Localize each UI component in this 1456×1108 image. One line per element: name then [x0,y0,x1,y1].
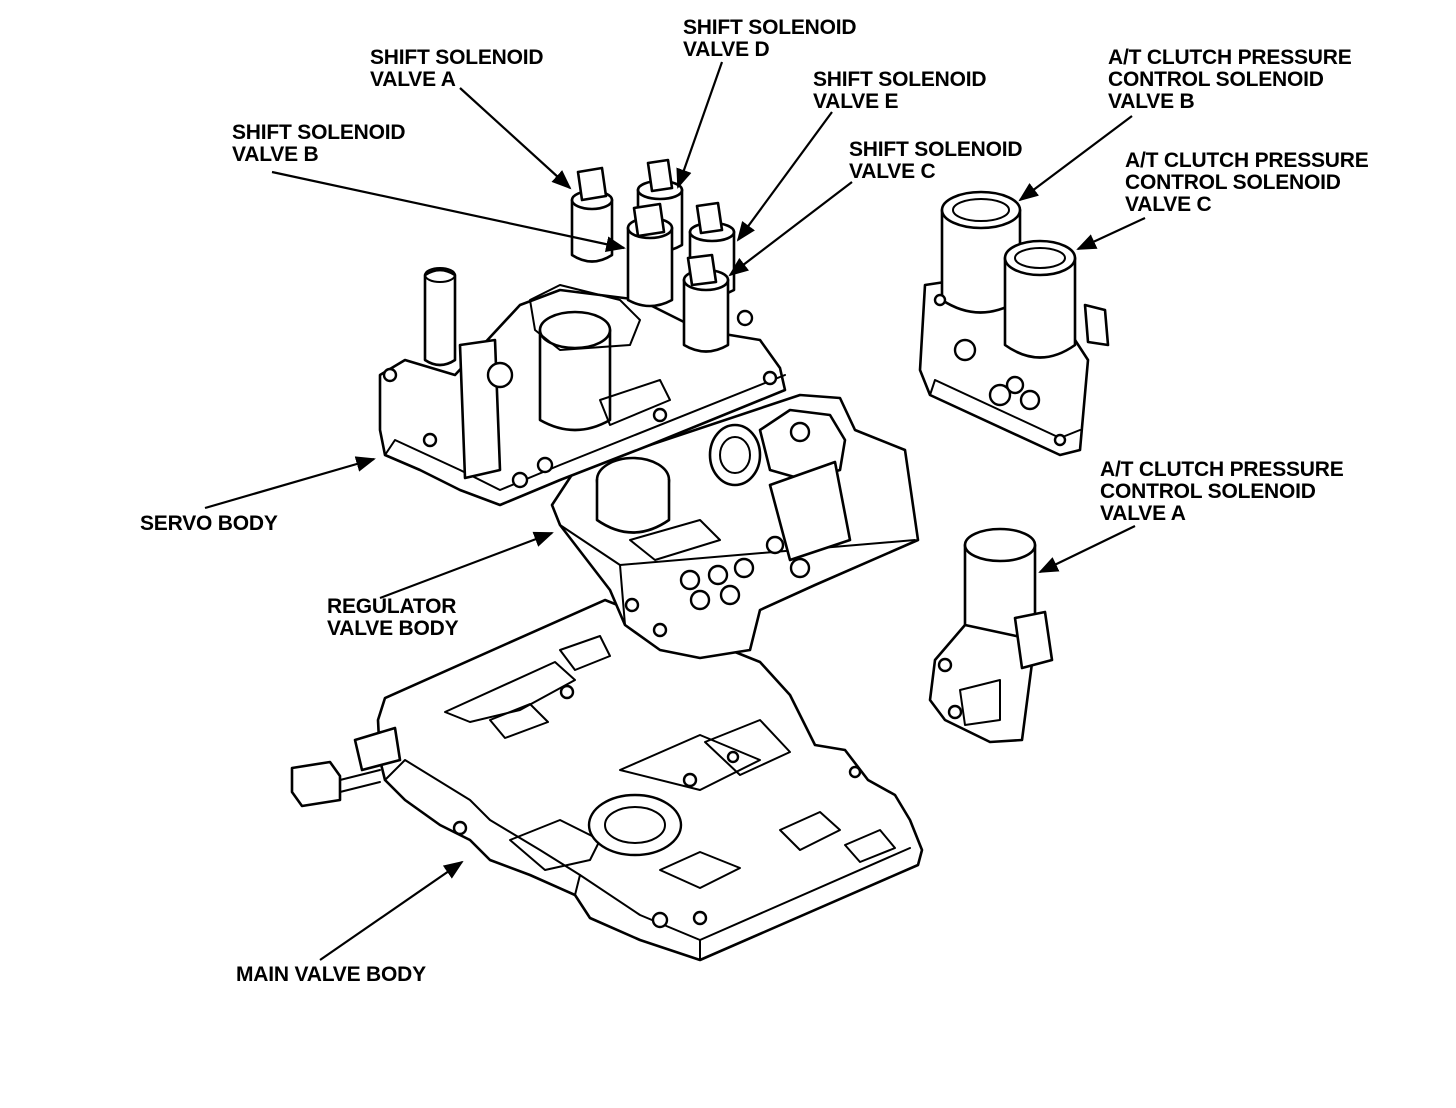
label-shift-solenoid-a: SHIFT SOLENOID VALVE A [370,46,544,91]
label-line: A/T CLUTCH PRESSURE [1108,46,1352,69]
label-line: A/T CLUTCH PRESSURE [1125,149,1369,172]
shift-solenoid-valve-c [682,253,730,353]
leader-shift-a [459,87,572,190]
servo-body [378,158,787,507]
label-line: CONTROL SOLENOID [1125,171,1341,194]
shift-solenoid-valve-a [570,166,614,263]
label-atc-solenoid-b: A/T CLUTCH PRESSURE CONTROL SOLENOID VAL… [1108,47,1352,113]
label-line: SHIFT SOLENOID [813,68,987,91]
label-line: REGULATOR [327,595,457,618]
label-line: SHIFT SOLENOID [849,138,1023,161]
main-valve-body [290,598,924,962]
label-line: CONTROL SOLENOID [1100,480,1316,503]
label-line: VALVE C [849,160,936,183]
label-line: VALVE D [683,38,770,61]
label-line: A/T CLUTCH PRESSURE [1100,458,1344,481]
label-shift-solenoid-e: SHIFT SOLENOID VALVE E [813,68,987,113]
label-shift-solenoid-c: SHIFT SOLENOID VALVE C [849,138,1023,183]
label-main-valve-body: MAIN VALVE BODY [236,964,426,986]
leader-lines [204,61,1146,961]
leader-atc-b [1018,115,1133,202]
label-line: VALVE C [1125,193,1212,216]
label-shift-solenoid-b: SHIFT SOLENOID VALVE B [232,121,406,166]
label-line: SHIFT SOLENOID [232,121,406,144]
label-line: SHIFT SOLENOID [683,16,857,39]
label-atc-solenoid-a: A/T CLUTCH PRESSURE CONTROL SOLENOID VAL… [1100,459,1344,525]
atc-solenoid-valves-b-c [918,190,1110,457]
label-line: MAIN VALVE BODY [236,963,426,986]
label-line: VALVE B [232,143,319,166]
label-line: SHIFT SOLENOID [370,46,544,69]
leader-atc-c [1076,217,1146,250]
label-servo-body: SERVO BODY [140,513,278,535]
label-regulator-valve-body: REGULATOR VALVE BODY [327,595,459,640]
label-line: VALVE E [813,90,899,113]
leader-servo-body [204,456,376,510]
label-line: VALVE A [370,68,456,91]
label-shift-solenoid-d: SHIFT SOLENOID VALVE D [683,16,857,61]
leader-shift-b [271,170,626,252]
leader-shift-d [676,61,724,189]
label-atc-solenoid-c: A/T CLUTCH PRESSURE CONTROL SOLENOID VAL… [1125,150,1369,216]
leader-atc-a [1038,525,1136,573]
leader-main-valve [319,860,464,961]
label-line: VALVE BODY [327,617,459,640]
regulator-valve-body [550,393,920,660]
label-line: CONTROL SOLENOID [1108,68,1324,91]
label-line: VALVE B [1108,90,1195,113]
atc-solenoid-valve-a [928,527,1054,744]
shift-solenoid-valve-b [626,202,674,308]
label-line: SERVO BODY [140,512,278,535]
label-line: VALVE A [1100,502,1186,525]
leader-shift-c [728,181,853,277]
leader-shift-e [736,111,833,242]
leader-regulator [379,531,554,600]
